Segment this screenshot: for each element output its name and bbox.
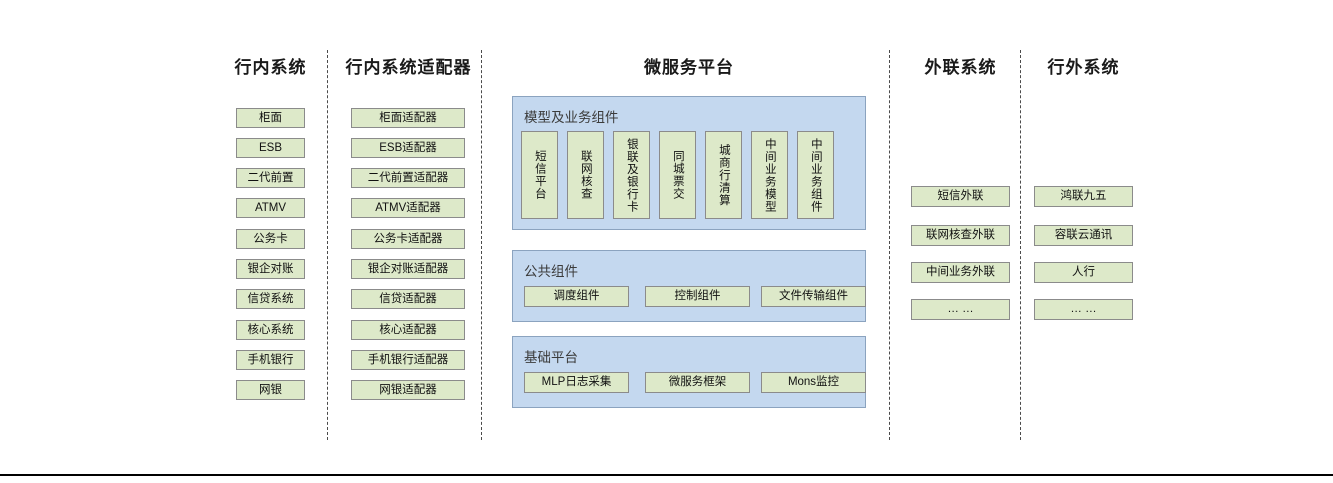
node-internal-system[interactable]: 银企对账 xyxy=(236,259,305,279)
node-internal-system[interactable]: 核心系统 xyxy=(236,320,305,340)
node-internal-system[interactable]: ESB xyxy=(236,138,305,158)
node-adapter[interactable]: 公务卡适配器 xyxy=(351,229,465,249)
node-internal-system[interactable]: 网银 xyxy=(236,380,305,400)
node-external-link-system[interactable]: 中间业务外联 xyxy=(911,262,1010,283)
node-outside-system[interactable]: … … xyxy=(1034,299,1133,320)
node-adapter[interactable]: 核心适配器 xyxy=(351,320,465,340)
node-business-component[interactable]: 短信平台 xyxy=(521,131,558,219)
bottom-divider xyxy=(0,474,1333,476)
node-external-link-system[interactable]: 短信外联 xyxy=(911,186,1010,207)
node-adapter[interactable]: 网银适配器 xyxy=(351,380,465,400)
column-title-microservice-platform: 微服务平台 xyxy=(644,58,734,77)
node-business-component[interactable]: 联网核查 xyxy=(567,131,604,219)
column-title-outside-systems: 行外系统 xyxy=(1047,58,1120,77)
column-title-internal-systems: 行内系统 xyxy=(234,58,307,77)
node-internal-system[interactable]: ATMV xyxy=(236,198,305,218)
node-adapter[interactable]: 手机银行适配器 xyxy=(351,350,465,370)
node-common-component[interactable]: 调度组件 xyxy=(524,286,629,307)
node-business-component[interactable]: 城商行清算 xyxy=(705,131,742,219)
node-external-link-system[interactable]: 联网核查外联 xyxy=(911,225,1010,246)
node-external-link-system[interactable]: … … xyxy=(911,299,1010,320)
node-base-platform-component[interactable]: MLP日志采集 xyxy=(524,372,629,393)
node-internal-system[interactable]: 二代前置 xyxy=(236,168,305,188)
divider-internal-adapter xyxy=(327,50,328,440)
node-adapter[interactable]: ESB适配器 xyxy=(351,138,465,158)
panel-title-model-business-components: 模型及业务组件 xyxy=(524,110,619,125)
node-outside-system[interactable]: 鸿联九五 xyxy=(1034,186,1133,207)
node-adapter[interactable]: ATMV适配器 xyxy=(351,198,465,218)
node-adapter[interactable]: 二代前置适配器 xyxy=(351,168,465,188)
node-common-component[interactable]: 控制组件 xyxy=(645,286,750,307)
panel-title-common-components: 公共组件 xyxy=(524,264,578,279)
node-base-platform-component[interactable]: 微服务框架 xyxy=(645,372,750,393)
node-internal-system[interactable]: 手机银行 xyxy=(236,350,305,370)
node-internal-system[interactable]: 公务卡 xyxy=(236,229,305,249)
node-internal-system[interactable]: 信贷系统 xyxy=(236,289,305,309)
divider-platform-external xyxy=(889,50,890,440)
node-adapter[interactable]: 银企对账适配器 xyxy=(351,259,465,279)
node-outside-system[interactable]: 容联云通讯 xyxy=(1034,225,1133,246)
node-adapter[interactable]: 柜面适配器 xyxy=(351,108,465,128)
node-business-component[interactable]: 银联及银行卡 xyxy=(613,131,650,219)
node-adapter[interactable]: 信贷适配器 xyxy=(351,289,465,309)
node-base-platform-component[interactable]: Mons监控 xyxy=(761,372,866,393)
node-internal-system[interactable]: 柜面 xyxy=(236,108,305,128)
node-business-component[interactable]: 中间业务组件 xyxy=(797,131,834,219)
node-business-component[interactable]: 中间业务模型 xyxy=(751,131,788,219)
node-outside-system[interactable]: 人行 xyxy=(1034,262,1133,283)
column-title-adapters: 行内系统适配器 xyxy=(345,58,472,77)
panel-title-base-platform: 基础平台 xyxy=(524,350,578,365)
divider-external-outside xyxy=(1020,50,1021,440)
column-title-external-link-systems: 外联系统 xyxy=(924,58,997,77)
node-business-component[interactable]: 同城票交 xyxy=(659,131,696,219)
divider-adapter-platform xyxy=(481,50,482,440)
node-common-component[interactable]: 文件传输组件 xyxy=(761,286,866,307)
